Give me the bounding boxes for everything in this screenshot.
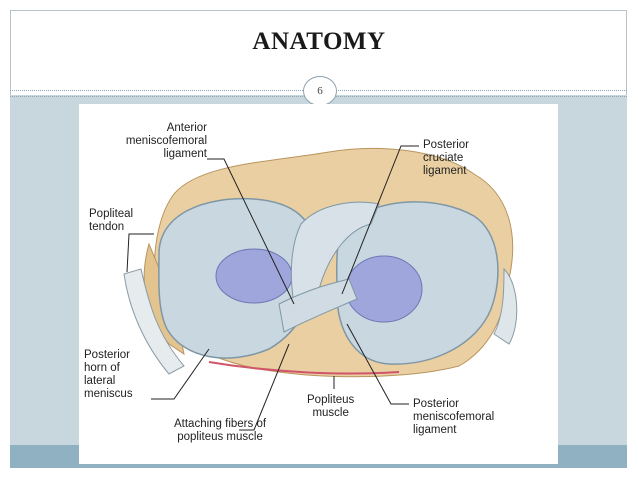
page-number: 6 [317, 85, 323, 97]
leader-lines [126, 145, 419, 431]
posterior-border [208, 361, 400, 375]
right-edge-tissue [493, 267, 518, 345]
leader-posterior-meniscofemoral [346, 323, 409, 405]
label-posterior-cruciate-ligament: Posterior cruciate ligament [423, 139, 470, 177]
leader-popliteal-tendon [126, 233, 154, 273]
slide-title: ANATOMY [252, 28, 386, 55]
leader-posterior-horn [151, 348, 210, 400]
leader-posterior-cruciate [341, 145, 419, 295]
label-anterior-meniscofemoral-ligament: Anterior meniscofemoral ligament [125, 122, 207, 160]
label-posterior-horn-lateral-meniscus: Posterior horn of lateral meniscus [84, 349, 133, 400]
page-number-badge: 6 [303, 76, 337, 106]
popliteal-tendon [123, 268, 185, 375]
anatomy-figure: Anterior meniscofemoral ligament Posteri… [79, 104, 558, 464]
label-posterior-meniscofemoral-ligament: Posterior meniscofemoral ligament [413, 398, 495, 436]
posterior-meniscofemoral-band [278, 278, 358, 333]
leader-attaching-fibers [239, 343, 290, 431]
leader-anterior-meniscofemoral [207, 158, 295, 305]
cruciate-ligament-bundle [290, 201, 380, 305]
label-popliteal-tendon: Popliteal tendon [89, 208, 134, 233]
knee-meniscus-illustration [123, 145, 518, 431]
label-attaching-fibers-popliteus: Attaching fibers of popliteus muscle [174, 418, 267, 443]
label-popliteus-muscle: Popliteus muscle [307, 394, 355, 419]
medial-tibial-cartilage [345, 255, 423, 323]
